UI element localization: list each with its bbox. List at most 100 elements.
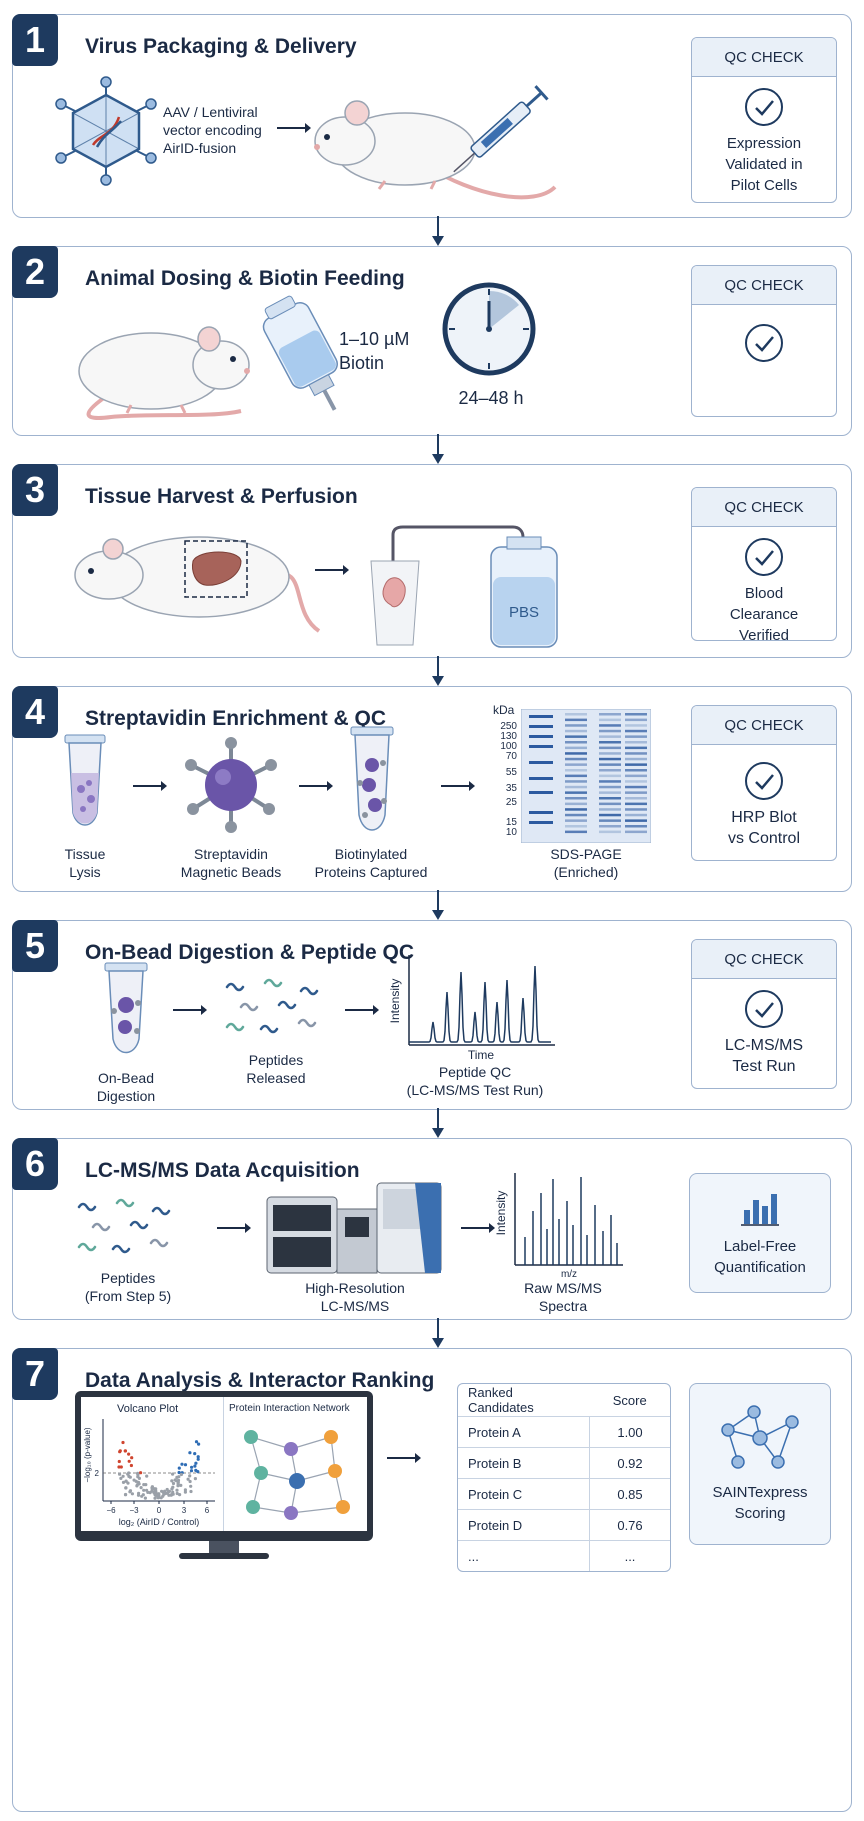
step-title: On-Bead Digestion & Peptide QC <box>85 941 415 964</box>
mouse-liver-icon <box>74 536 321 633</box>
volcano-point <box>183 1490 187 1494</box>
gel-lane-band <box>599 718 621 722</box>
gel-ladder-label: 100 <box>500 741 517 752</box>
check-icon <box>745 538 783 576</box>
network-icon <box>721 1405 799 1469</box>
monitor-stand <box>209 1541 239 1555</box>
label-free-quant-card: Label-Free Quantification <box>689 1173 831 1293</box>
score-cell: ... <box>589 1540 670 1571</box>
perfusion-setup-icon: PBS <box>370 525 558 648</box>
qc-check-card: QC CHECK Expression Validated in Pilot C… <box>691 37 837 203</box>
qc-check-header: QC CHECK <box>692 38 836 77</box>
gel-ladder-band <box>529 745 553 748</box>
gel-lane-band <box>565 735 587 738</box>
gel-lane-band <box>625 802 647 806</box>
gel-lane-band <box>565 763 587 766</box>
gel-lane-band <box>599 797 621 800</box>
volcano-point <box>135 1484 139 1488</box>
step-number-badge: 6 <box>12 1138 58 1190</box>
volcano-point <box>143 1496 147 1500</box>
volcano-title: Volcano Plot <box>117 1403 179 1415</box>
volcano-point <box>159 1496 163 1500</box>
bar-chart-icon <box>741 1194 779 1226</box>
duration-label: 24–48 h <box>458 388 524 408</box>
gel-ladder-label: 55 <box>505 767 517 778</box>
gel-lane-band <box>625 774 647 778</box>
arrow-icon <box>461 1223 495 1233</box>
gel-lane-band <box>565 729 587 733</box>
gel-ladder-label: 15 <box>505 817 517 828</box>
sds-page-gel <box>521 709 651 843</box>
volcano-point <box>193 1464 197 1468</box>
volcano-point <box>142 1488 146 1492</box>
arrow-icon <box>217 1223 251 1233</box>
step-caption: Biotinylated Proteins Captured <box>314 846 428 880</box>
volcano-point <box>137 1491 141 1495</box>
table-row: Protein C 0.85 <box>458 1478 670 1510</box>
qc-check-header: QC CHECK <box>692 706 836 745</box>
volcano-point <box>123 1449 127 1453</box>
volcano-point <box>129 1463 133 1468</box>
gel-lane-band <box>599 763 621 766</box>
step-number-badge: 2 <box>12 246 58 298</box>
on-bead-tube-icon <box>104 962 148 1054</box>
gel-ladder-label: 35 <box>505 783 517 794</box>
gel-lane-band <box>599 724 621 727</box>
qc-check-text: Expression Validated in Pilot Cells <box>725 135 803 194</box>
step-4-panel: 4 Streptavidin Enrichment & QC Tissue Ly… <box>12 686 852 892</box>
step-5-panel: 5 On-Bead Digestion & Peptide QC On-Bead… <box>12 920 852 1110</box>
step-6-panel: 6 LC-MS/MS Data Acquisition Peptides (Fr… <box>12 1138 852 1320</box>
volcano-point <box>119 1476 123 1480</box>
spectrum-x-axis-label: m/z <box>561 1269 577 1280</box>
score-cell: 0.92 <box>589 1447 670 1479</box>
connector-arrow-icon <box>432 656 444 686</box>
gel-lane-band <box>625 785 647 789</box>
table-row: Protein D 0.76 <box>458 1509 670 1541</box>
vector-label: AAV / Lentiviral vector encoding AirID-f… <box>163 104 262 156</box>
gel-lane-band <box>599 769 621 772</box>
step-number-badge: 7 <box>12 1348 58 1400</box>
chromatogram: Intensity Time <box>389 955 555 1061</box>
protein-cell: Protein D <box>458 1509 590 1541</box>
step-caption: Peptides (From Step 5) <box>84 1270 172 1304</box>
volcano-point <box>167 1489 171 1493</box>
volcano-point <box>196 1457 200 1461</box>
gel-lane-band <box>599 752 621 755</box>
gel-lane-band <box>625 729 647 733</box>
volcano-point <box>136 1471 140 1475</box>
gel-lane-band <box>565 797 587 800</box>
step-caption: Raw MS/MS Spectra <box>524 1280 602 1314</box>
protein-cell: Protein C <box>458 1478 590 1510</box>
gel-lane-band <box>625 808 647 811</box>
gel-lane-band <box>599 774 621 778</box>
gel-lane-band <box>625 724 647 727</box>
arrow-icon <box>315 565 349 575</box>
gel-lane-band <box>625 735 647 738</box>
gel-lane-band <box>565 785 587 789</box>
gel-ladder-label: 250 <box>500 721 517 732</box>
volcano-point <box>193 1477 197 1481</box>
gel-lane-band <box>599 713 621 716</box>
volcano-point <box>130 1492 134 1496</box>
bottle-label: PBS <box>509 604 539 621</box>
step-caption: Peptide QC (LC-MS/MS Test Run) <box>406 1064 544 1098</box>
qc-check-text: HRP Blot vs Control <box>727 809 801 847</box>
volcano-point <box>118 1449 122 1453</box>
volcano-x-tick: −3 <box>129 1506 139 1515</box>
volcano-x-tick: 0 <box>157 1506 162 1515</box>
step-title: Streptavidin Enrichment & QC <box>85 707 387 730</box>
qc-check-header: QC CHECK <box>692 940 836 979</box>
qc-check-header: QC CHECK <box>692 266 836 305</box>
volcano-point <box>170 1479 174 1483</box>
volcano-x-axis-label: log₂ (AirID / Control) <box>119 1517 200 1527</box>
step-caption: High-Resolution LC-MS/MS <box>305 1280 405 1314</box>
gel-lane-band <box>599 802 621 806</box>
check-icon <box>745 990 783 1028</box>
gel-ladder: 250 130 100 70 55 35 25 15 10 <box>489 721 517 839</box>
connector-arrow-icon <box>432 890 444 920</box>
gel-ladder-band <box>529 761 553 764</box>
gel-lane-band <box>625 769 647 772</box>
qc-check-text: Blood Clearance Verified <box>729 585 799 641</box>
